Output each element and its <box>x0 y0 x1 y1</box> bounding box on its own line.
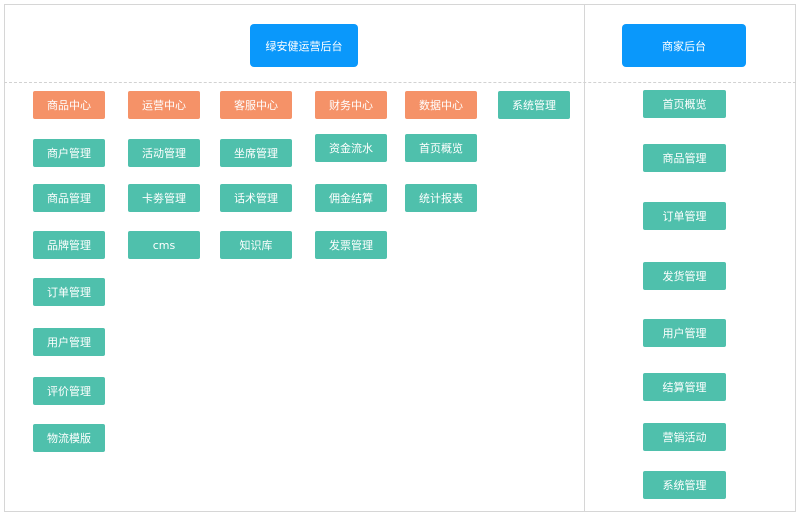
node-cms: cms <box>128 231 200 259</box>
node-statistics-report: 统计报表 <box>405 184 477 212</box>
section-divider <box>584 4 585 512</box>
category-goods-center: 商品中心 <box>33 91 105 119</box>
merchant-title: 商家后台 <box>622 24 746 67</box>
node-fund-flow: 资金流水 <box>315 134 387 162</box>
merchant-node-system-management: 系统管理 <box>643 471 726 499</box>
category-operations-center: 运营中心 <box>128 91 200 119</box>
merchant-node-order-management: 订单管理 <box>643 202 726 230</box>
node-goods-management: 商品管理 <box>33 184 105 212</box>
platform-title: 绿安健运营后台 <box>250 24 358 67</box>
node-knowledge-base: 知识库 <box>220 231 292 259</box>
node-system-management: 系统管理 <box>498 91 570 119</box>
merchant-node-goods-management: 商品管理 <box>643 144 726 172</box>
merchant-node-user-management: 用户管理 <box>643 319 726 347</box>
node-script-management: 话术管理 <box>220 184 292 212</box>
node-seat-management: 坐席管理 <box>220 139 292 167</box>
category-data-center: 数据中心 <box>405 91 477 119</box>
node-brand-management: 品牌管理 <box>33 231 105 259</box>
node-coupon-management: 卡劵管理 <box>128 184 200 212</box>
merchant-node-marketing-activities: 营销活动 <box>643 423 726 451</box>
node-logistics-template: 物流模版 <box>33 424 105 452</box>
merchant-node-settlement-management: 结算管理 <box>643 373 726 401</box>
category-service-center: 客服中心 <box>220 91 292 119</box>
merchant-node-home-overview: 首页概览 <box>643 90 726 118</box>
node-order-management: 订单管理 <box>33 278 105 306</box>
header-separator <box>4 82 796 83</box>
merchant-node-shipping-management: 发货管理 <box>643 262 726 290</box>
category-finance-center: 财务中心 <box>315 91 387 119</box>
node-home-overview: 首页概览 <box>405 134 477 162</box>
node-activity-management: 活动管理 <box>128 139 200 167</box>
node-invoice-management: 发票管理 <box>315 231 387 259</box>
node-review-management: 评价管理 <box>33 377 105 405</box>
node-commission-settlement: 佣金结算 <box>315 184 387 212</box>
node-user-management: 用户管理 <box>33 328 105 356</box>
node-merchant-management: 商户管理 <box>33 139 105 167</box>
